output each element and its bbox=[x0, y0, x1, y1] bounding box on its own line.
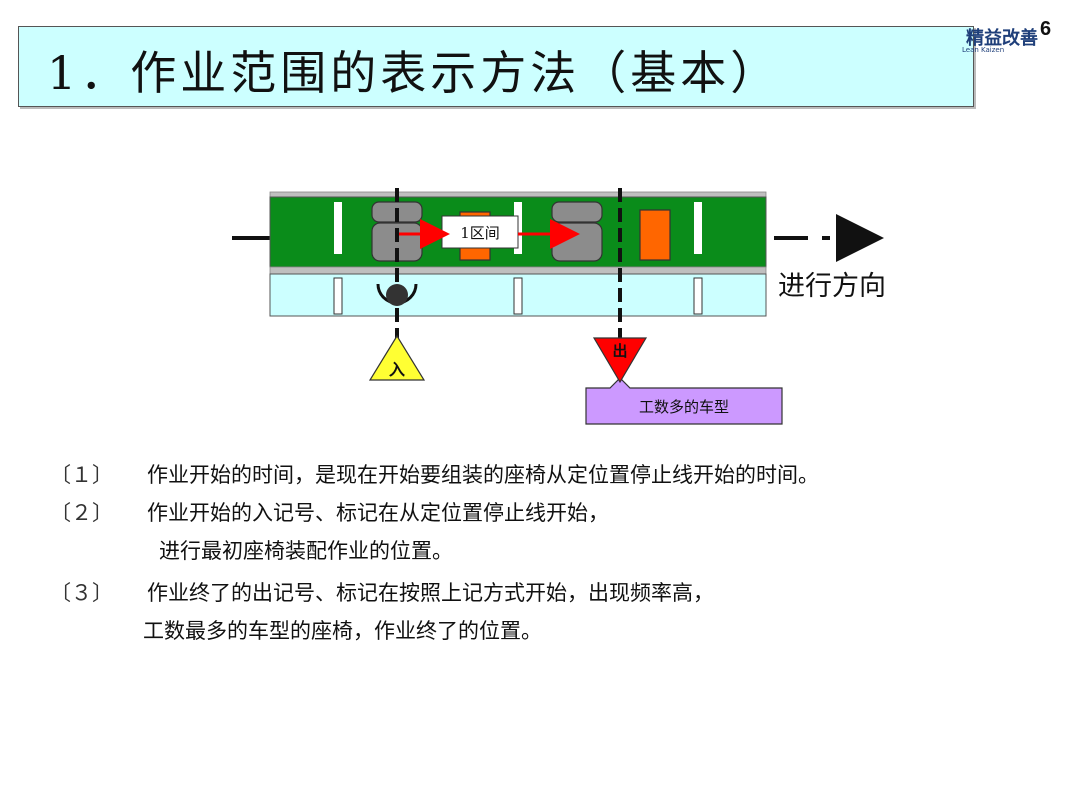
work-range-diagram: 1区间 进行方向 入 工数多的车型 出 bbox=[232, 188, 886, 425]
conveyor-mid-rail bbox=[269, 266, 767, 275]
list-item: 〔１〕 作业开始的时间，是现在开始要组装的座椅从定位置停止线开始的时间。 bbox=[50, 458, 1040, 492]
seat-icon bbox=[551, 201, 603, 262]
direction-label: 进行方向 bbox=[778, 271, 886, 302]
callout-text: 工数多的车型 bbox=[639, 398, 729, 416]
track-slat bbox=[334, 202, 342, 254]
band-slat bbox=[693, 277, 703, 315]
band-slat bbox=[333, 277, 343, 315]
item-text-continued: 工数最多的车型的座椅，作业终了的位置。 bbox=[143, 619, 542, 643]
logo-subtitle: Lean Kaizen bbox=[962, 46, 1005, 54]
list-item: 〔３〕 作业终了的出记号、标记在按照上记方式开始，出现频率高， bbox=[50, 576, 1040, 610]
orange-part bbox=[639, 209, 671, 261]
item-number: 〔１〕 bbox=[50, 463, 113, 487]
item-number: 〔２〕 bbox=[50, 501, 113, 525]
section-label: 1区间 bbox=[460, 224, 500, 242]
logo-text: 精益改善 bbox=[966, 28, 1038, 49]
list-item: 〔２〕 作业开始的入记号、标记在从定位置停止线开始， bbox=[50, 496, 1040, 530]
item-text: 作业开始的入记号、标记在从定位置停止线开始， bbox=[147, 501, 609, 525]
worker-icon bbox=[376, 283, 418, 306]
list-item-continuation: 工数最多的车型的座椅，作业终了的位置。 bbox=[50, 614, 1040, 648]
item-text: 作业开始的时间，是现在开始要组装的座椅从定位置停止线开始的时间。 bbox=[147, 463, 819, 487]
exit-marker-label: 出 bbox=[612, 342, 627, 360]
item-text-continued: 进行最初座椅装配作业的位置。 bbox=[159, 539, 453, 563]
item-number: 〔３〕 bbox=[50, 581, 113, 605]
exit-marker-triangle bbox=[592, 337, 648, 384]
page-title: 1．作业范围的表示方法（基本） bbox=[47, 46, 781, 100]
page-number: 6 bbox=[1040, 18, 1052, 40]
list-item-continuation: 进行最初座椅装配作业的位置。 bbox=[50, 534, 1040, 568]
explanation-list: 〔１〕 作业开始的时间，是现在开始要组装的座椅从定位置停止线开始的时间。 〔２〕… bbox=[50, 458, 1040, 652]
company-logo: 精益改善 Lean Kaizen bbox=[950, 20, 1038, 58]
enter-marker-label: 入 bbox=[389, 360, 405, 379]
callout-box bbox=[585, 377, 783, 425]
title-banner: 1．作业范围的表示方法（基本） bbox=[18, 26, 974, 107]
band-slat bbox=[513, 277, 523, 315]
enter-marker-triangle bbox=[368, 334, 426, 381]
item-text: 作业终了的出记号、标记在按照上记方式开始，出现频率高， bbox=[147, 581, 714, 605]
track-slat bbox=[694, 202, 702, 254]
